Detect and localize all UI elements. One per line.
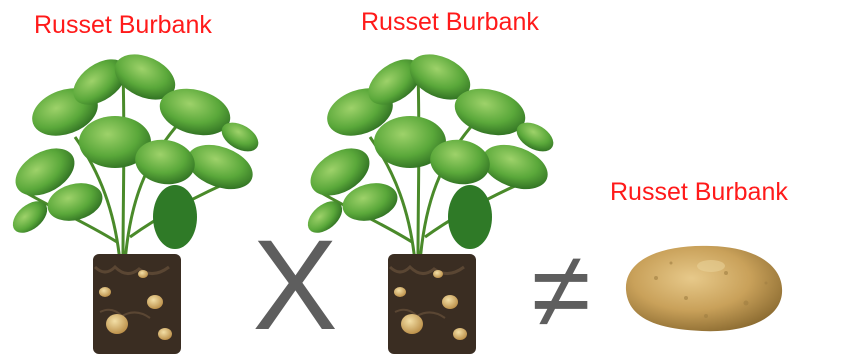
- potato-plant-icon: [5, 42, 265, 355]
- offspring-label: Russet Burbank: [610, 177, 788, 207]
- parent-1-label: Russet Burbank: [34, 10, 212, 40]
- parent-2-label: Russet Burbank: [361, 7, 539, 37]
- not-equal-operator: ≠: [518, 236, 604, 344]
- potato-tuber-icon: [616, 238, 788, 336]
